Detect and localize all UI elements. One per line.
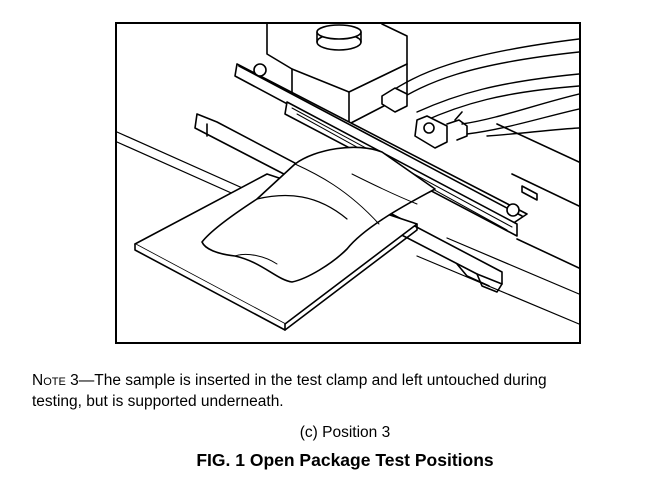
note-label: Note 3— <box>32 372 95 389</box>
test-clamp-illustration <box>117 24 579 331</box>
figure-subcaption: (c) Position 3 <box>299 424 391 441</box>
note-line-1: Note 3—The sample is inserted in the tes… <box>32 370 655 391</box>
figure-illustration-frame <box>115 22 581 344</box>
note-text-line-1: The sample is inserted in the test clamp… <box>94 372 547 389</box>
note-3: Note 3—The sample is inserted in the tes… <box>32 370 655 412</box>
note-text-line-2: testing, but is supported underneath. <box>32 393 284 410</box>
figure-caption: FIG. 1 Open Package Test Positions <box>196 450 494 470</box>
